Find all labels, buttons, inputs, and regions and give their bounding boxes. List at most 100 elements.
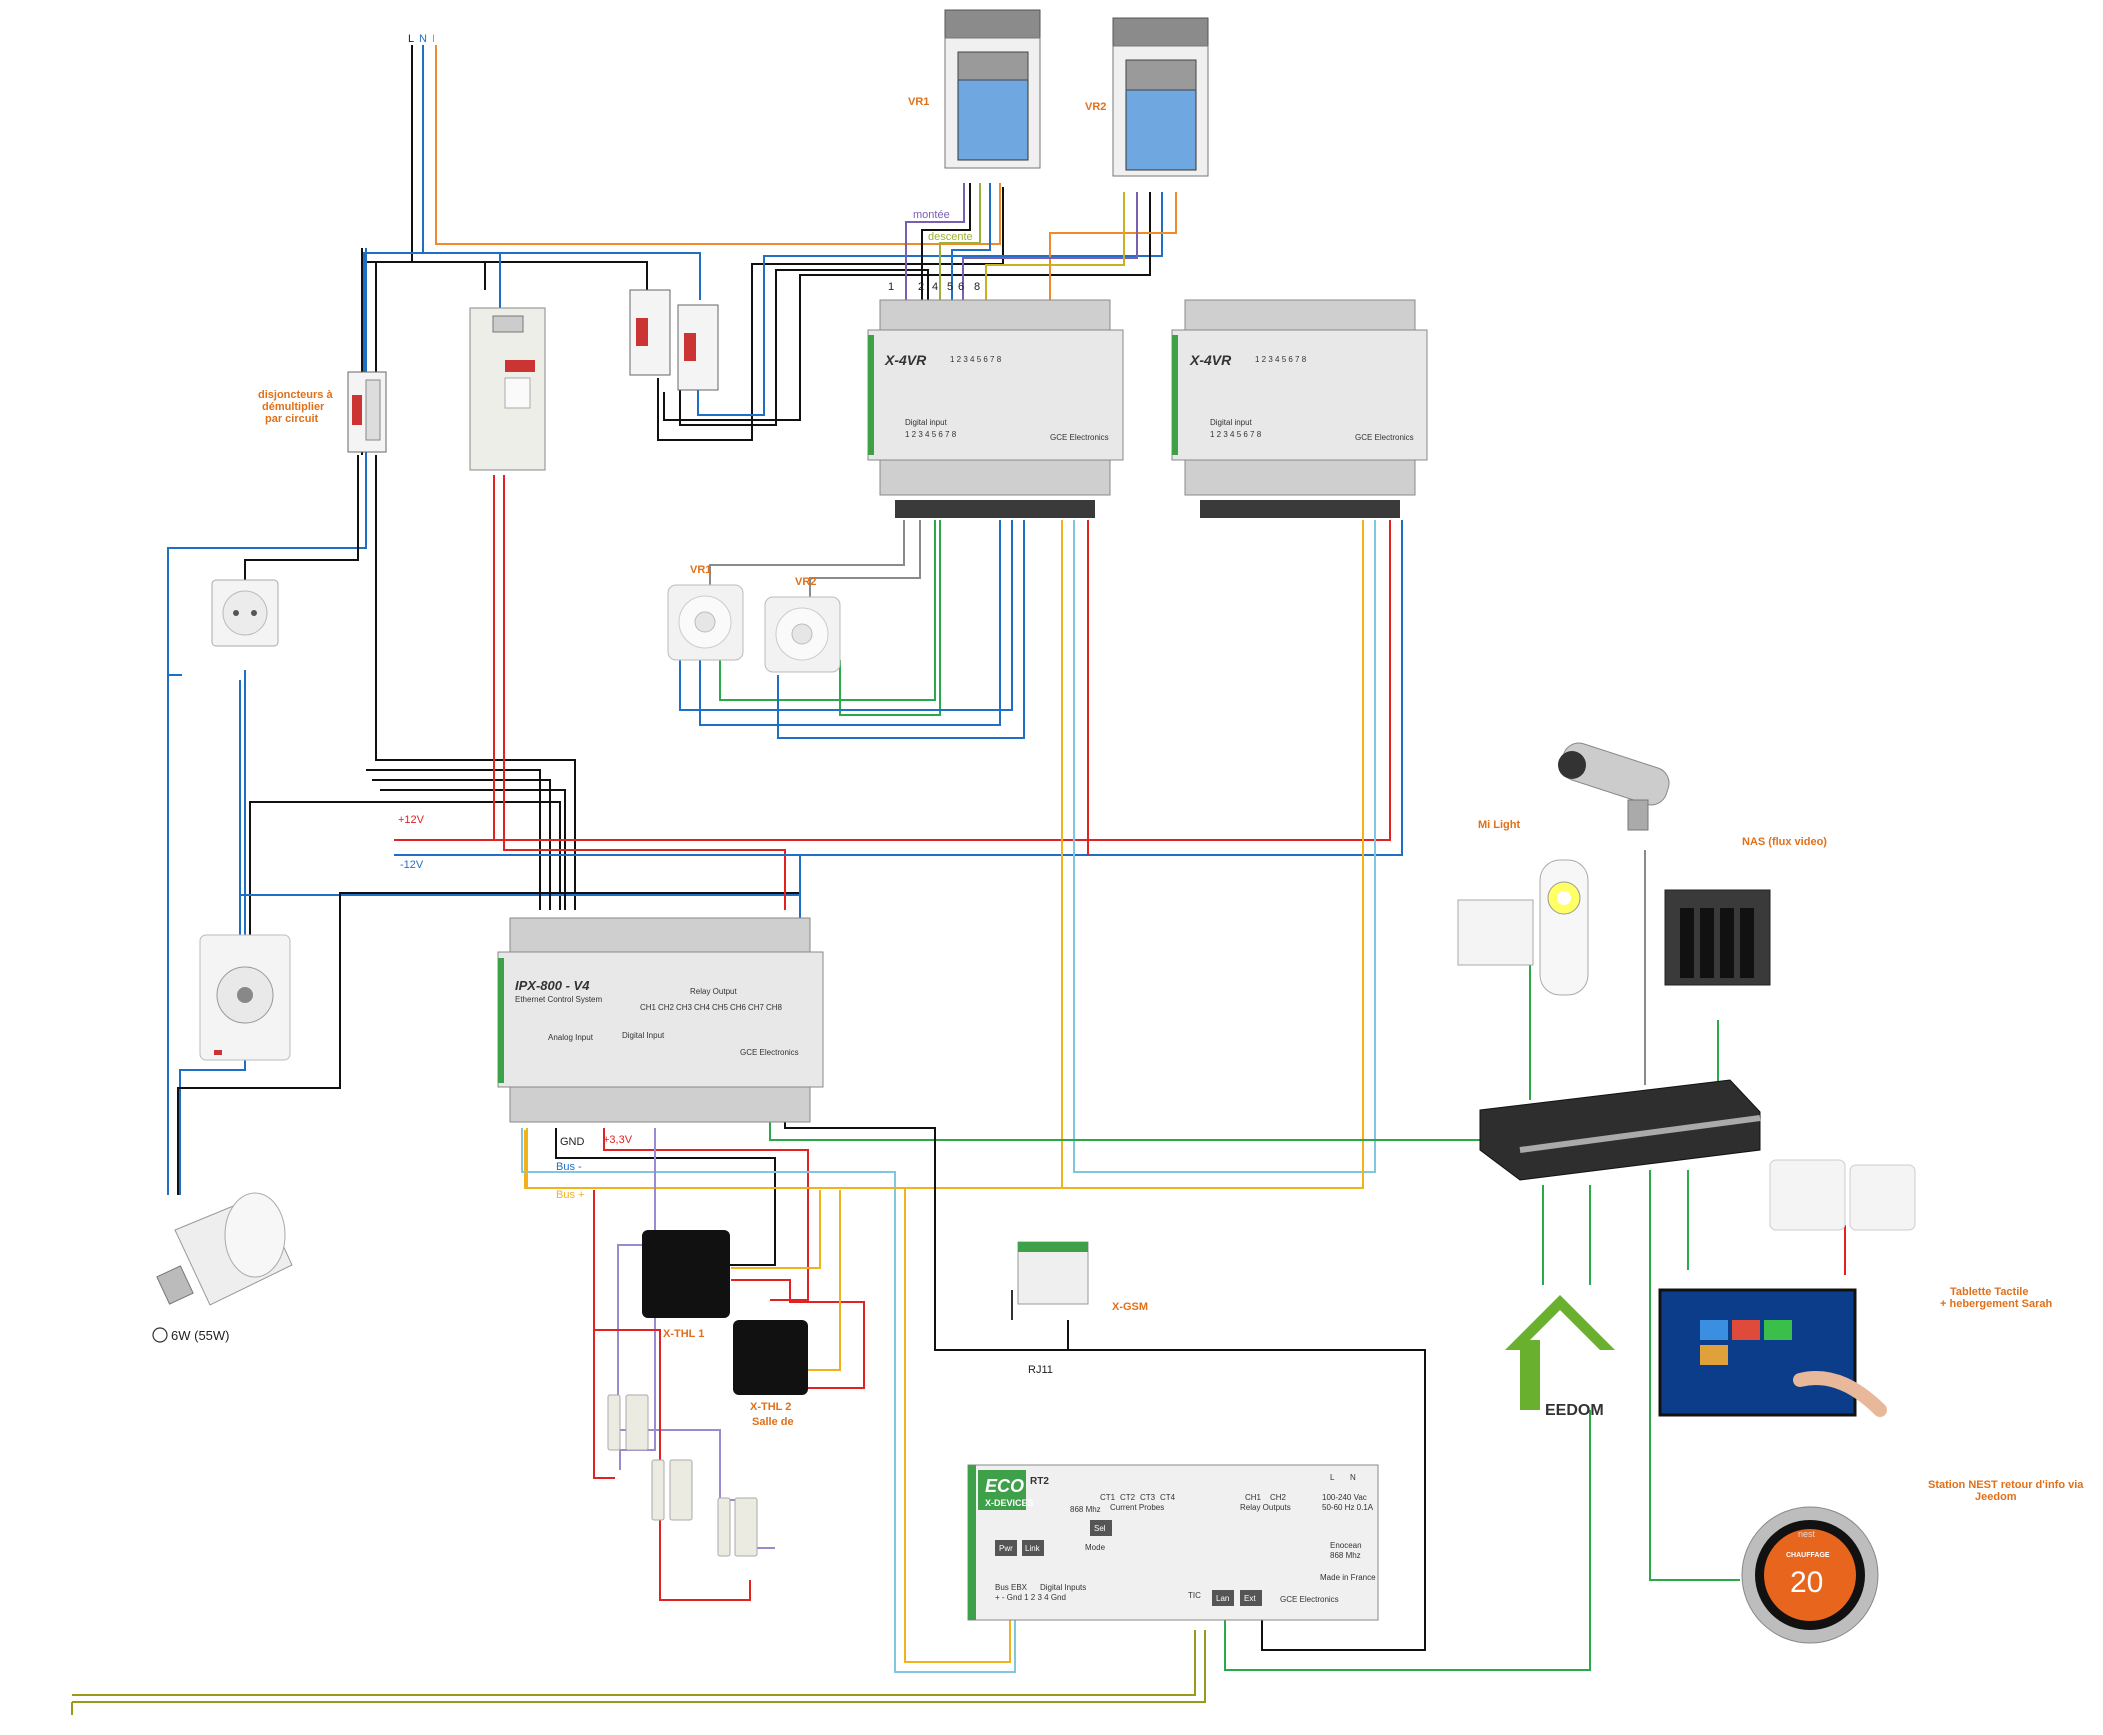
x4vr-1-pins-top: 1 2 3 4 5 6 7 8	[950, 355, 1002, 364]
terminal-8: 8	[974, 281, 980, 293]
ipx-ch4: CH4	[694, 1003, 711, 1012]
eco-tic: TIC	[1188, 1591, 1201, 1600]
shutter-vr1-label: VR1	[908, 96, 929, 108]
ipx-channels: CH1 CH2 CH3 CH4 CH5 CH6 CH7 CH8	[640, 1003, 783, 1012]
ipx800-module	[497, 917, 824, 1123]
eco-sel-label: Sel	[1094, 1524, 1106, 1533]
wall-outlet	[211, 579, 279, 647]
shutter-vr2-label: VR2	[1085, 101, 1106, 113]
wire-vr-orange2	[1049, 192, 1177, 300]
wire-ipx-black-rj11	[784, 1118, 1426, 1651]
security-camera	[1558, 742, 1670, 831]
x4vr-2-pins-top: 1 2 3 4 5 6 7 8	[1255, 355, 1307, 364]
tablet-label-line1: Tablette Tactile	[1950, 1286, 2028, 1298]
shutter-vr2	[1112, 17, 1209, 177]
ipx-ch8: CH8	[766, 1003, 783, 1012]
nest-temperature: 20	[1790, 1566, 1823, 1599]
wire-outlet-black	[244, 455, 359, 590]
nas-device	[1664, 889, 1771, 986]
wire-main-black	[366, 769, 566, 910]
xgsm-module	[1011, 1241, 1089, 1320]
wire-ipx-busminus	[521, 1128, 1016, 1673]
supply-n-label: N	[419, 33, 427, 45]
tablet-label-line2: + hebergement Sarah	[1940, 1298, 2052, 1310]
eco-bus-pins: + - Gnd 1 2 3 4 Gnd	[995, 1593, 1066, 1602]
wire-label-gnd: GND	[560, 1136, 585, 1148]
nest-mode: CHAUFFAGE	[1786, 1552, 1830, 1559]
eco-enocean: Enocean	[1330, 1541, 1362, 1550]
wire-switch-green	[719, 520, 941, 716]
eco-lan-port[interactable]	[1212, 1590, 1234, 1606]
wire-vr1-blue	[951, 183, 991, 300]
eco-relay-outputs: Relay Outputs	[1240, 1503, 1291, 1512]
network-switch	[1479, 1079, 1761, 1181]
eco-volt: 100-240 Vac	[1322, 1493, 1367, 1502]
terminal-5: 5	[947, 281, 953, 293]
jeedom-label: EEDOM	[1545, 1402, 1604, 1419]
wire-lamp-blue	[167, 674, 182, 1195]
wire-switch-blue	[679, 520, 1025, 739]
wire-vent-blue	[239, 680, 801, 965]
wire-xthl1-red	[731, 1279, 865, 1389]
x4vr-1-brand: X-4VR	[884, 352, 927, 368]
wire-tic-olive	[71, 1630, 1206, 1715]
ipx-ch2: CH2	[658, 1003, 675, 1012]
nest-thermostat	[1741, 1506, 1879, 1644]
ipx-ch3: CH3	[676, 1003, 693, 1012]
wire-psu-blue	[394, 520, 1403, 910]
shutter-vr1	[944, 9, 1041, 169]
lamp-circle-icon	[152, 1327, 168, 1343]
shutter-switch-vr2[interactable]	[764, 596, 841, 673]
jeedom-logo	[1505, 1295, 1615, 1410]
eco-sel-button[interactable]	[1090, 1520, 1112, 1536]
door-contacts	[607, 1394, 758, 1557]
wire-supply-i	[435, 45, 1001, 245]
wire-supply-n	[363, 45, 701, 380]
nas-label: NAS (flux video)	[1742, 836, 1827, 848]
ipx-ch7: CH7	[748, 1003, 765, 1012]
eco-ext-port[interactable]	[1240, 1590, 1262, 1606]
eco-ct2: CT2	[1120, 1493, 1136, 1502]
wire-psu-red	[493, 475, 1391, 910]
xgsm-label: X-GSM	[1112, 1301, 1148, 1313]
wire-supply-l	[361, 45, 648, 380]
ipx-brand: IPX-800 - V4	[515, 978, 590, 993]
wire-vr2-yellow	[985, 192, 1125, 300]
eco-link-button[interactable]	[1022, 1540, 1044, 1556]
ipx-maker: GCE Electronics	[740, 1048, 799, 1057]
terminal-6: 6	[958, 281, 964, 293]
eco-pwr-button[interactable]	[995, 1540, 1017, 1556]
wire-breakers-blue	[697, 192, 1163, 416]
wire-label-bus-minus: Bus -	[556, 1161, 582, 1173]
eco-ct4: CT4	[1160, 1493, 1176, 1502]
power-supply-unit	[469, 307, 546, 471]
eco-l: L	[1330, 1473, 1335, 1482]
wire-ipx-busplus	[526, 1128, 1011, 1663]
eco-digital-inputs: Digital Inputs	[1040, 1583, 1086, 1592]
ipx-relay-output: Relay Output	[690, 987, 737, 996]
eco-mhz: 868 Mhz	[1070, 1505, 1101, 1514]
ipx-analog-input: Analog Input	[548, 1033, 594, 1042]
eco-pwr-label: Pwr	[999, 1544, 1013, 1553]
eco-bus-ebx: Bus EBX	[995, 1583, 1028, 1592]
eco-current-probes: Current Probes	[1110, 1503, 1164, 1512]
x4vr-module-2	[1171, 299, 1428, 518]
wire-outlet-blue	[179, 670, 246, 1195]
wire-net-green5	[1224, 1410, 1591, 1671]
wire-vr2-purple	[962, 192, 1138, 300]
wire-label-minus12: -12V	[400, 859, 424, 871]
eco-lan-label: Lan	[1216, 1594, 1229, 1603]
wire-net-green4	[1649, 1270, 1740, 1581]
terminal-2: 2	[918, 281, 924, 293]
breakers-label-line1: disjoncteurs à	[258, 389, 333, 401]
wire-vr1-montee	[905, 183, 965, 300]
touch-tablet	[1658, 1288, 1887, 1417]
xthl2-label-line2: Salle de	[752, 1416, 794, 1428]
ipx-digital-input: Digital Input	[622, 1031, 665, 1040]
x4vr-terminal-numbers: 1 2 4 5 6 8	[888, 281, 980, 293]
shutter-switch-vr1[interactable]	[667, 584, 744, 661]
x4vr-1-digital-input: Digital input	[905, 418, 948, 427]
wire-ipx-33	[603, 1128, 809, 1301]
wire-xthl1-yellow	[731, 1190, 841, 1371]
